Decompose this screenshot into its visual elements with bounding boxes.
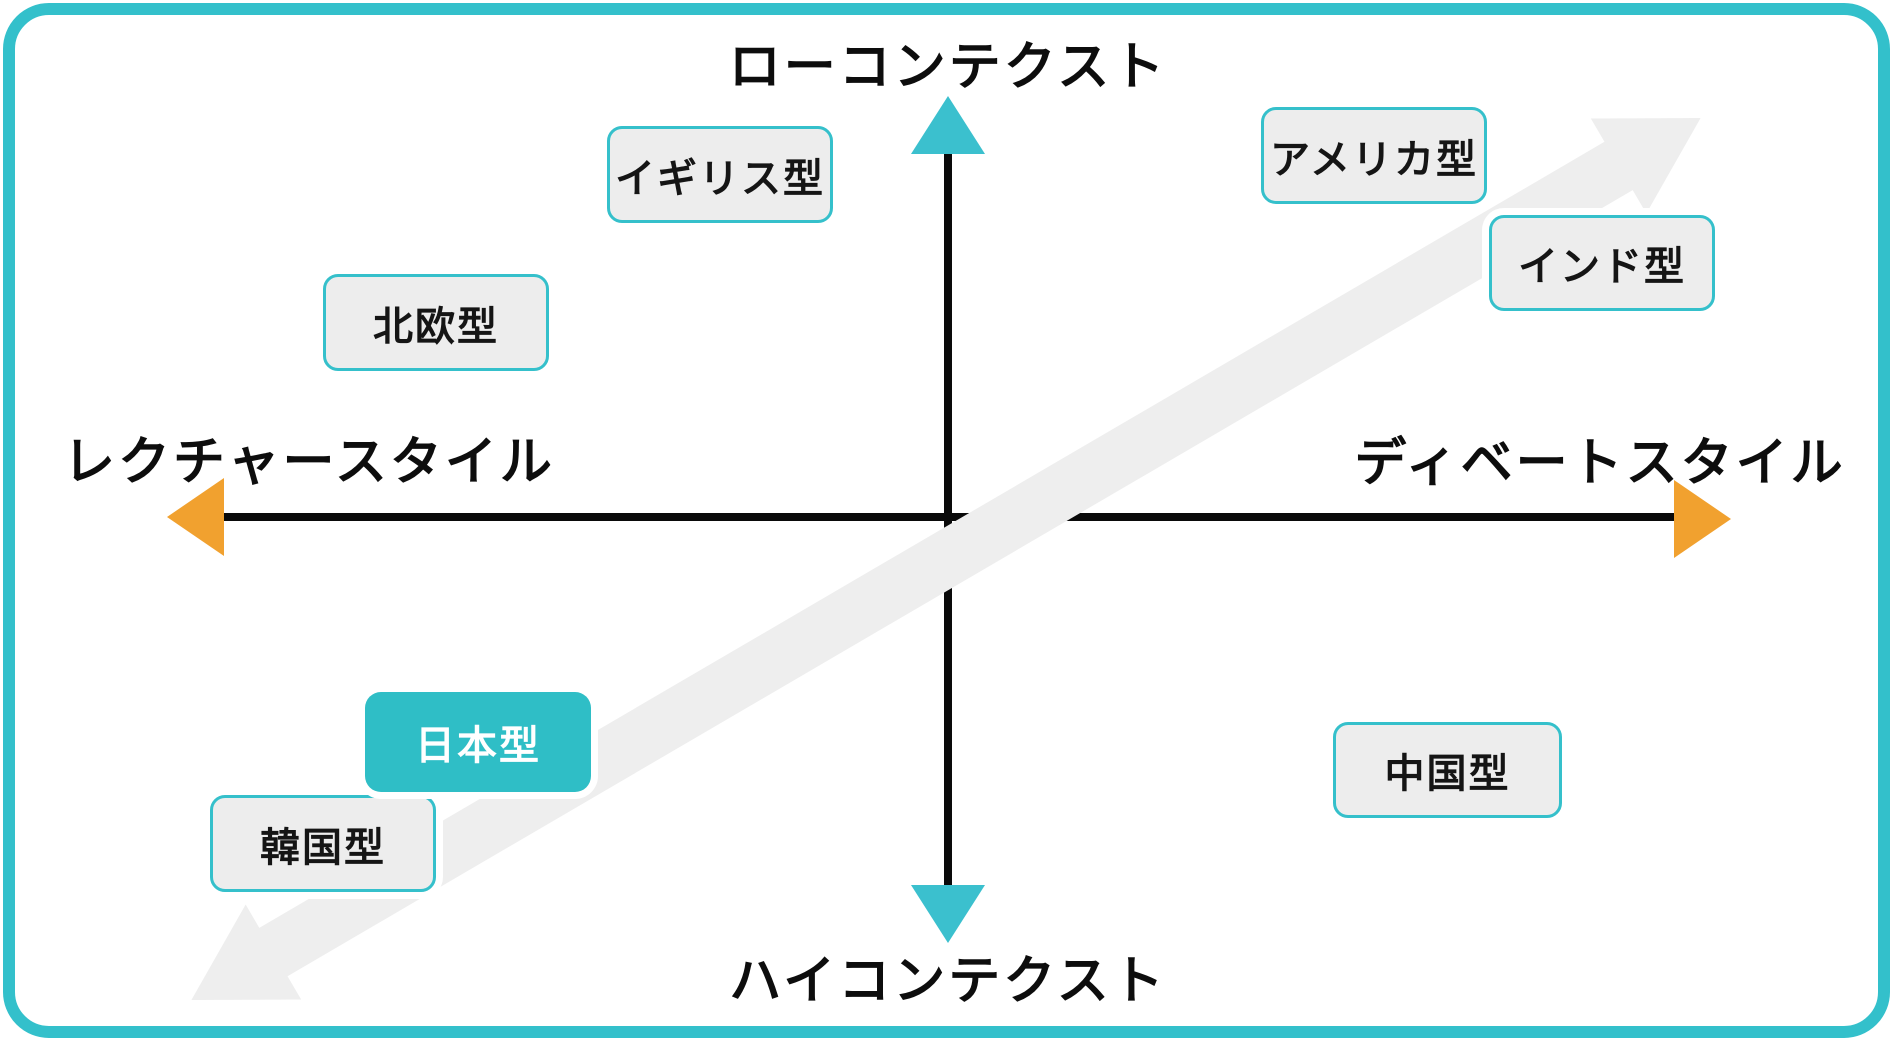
label-box-japan-highlighted: 日本型 bbox=[365, 692, 591, 792]
axis-label-low-context: ローコンテクスト bbox=[728, 38, 1168, 97]
label-box-korea: 韓国型 bbox=[210, 795, 436, 892]
bottom-arrowhead-icon bbox=[911, 885, 985, 943]
label-box-india: インド型 bbox=[1489, 215, 1715, 311]
axis-label-high-context: ハイコンテクスト bbox=[729, 952, 1167, 1011]
axis-label-lecture-style: レクチャースタイル bbox=[63, 433, 555, 492]
label-box-nordic: 北欧型 bbox=[323, 274, 549, 371]
left-arrowhead-icon bbox=[167, 478, 224, 556]
label-box-uk: イギリス型 bbox=[607, 126, 833, 223]
right-arrowhead-icon bbox=[1674, 480, 1731, 558]
label-box-china: 中国型 bbox=[1333, 722, 1562, 818]
top-arrowhead-icon bbox=[911, 96, 985, 154]
label-box-america: アメリカ型 bbox=[1261, 107, 1487, 204]
axis-label-debate-style: ディベートスタイル bbox=[1354, 434, 1846, 493]
